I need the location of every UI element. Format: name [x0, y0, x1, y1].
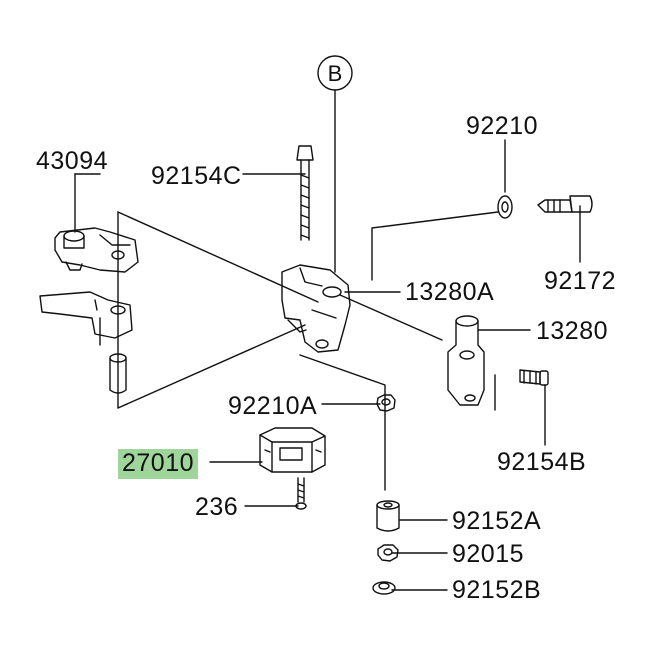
washer-92210-drawing [497, 195, 513, 219]
part-label-92152b: 92152B [452, 576, 542, 604]
part-label-92172: 92172 [544, 267, 617, 295]
part-label-92210: 92210 [466, 112, 539, 140]
switch-27010-drawing [259, 427, 326, 473]
callout-b-label: B [328, 61, 343, 86]
lever-arm-drawing [39, 291, 133, 346]
part-label-13280a: 13280A [405, 278, 495, 306]
washer-92152b-drawing [372, 581, 396, 595]
holder-13280a-drawing [281, 264, 351, 353]
part-label-92154c: 92154C [151, 162, 242, 190]
part-label-92152a: 92152A [452, 507, 542, 535]
bolt-92172-drawing [537, 195, 593, 213]
bolt-92154c-drawing [296, 145, 314, 241]
nut-92015-drawing [377, 544, 399, 562]
part-label-92210a: 92210A [228, 392, 318, 420]
sleeve-drawing [109, 353, 127, 394]
part-label-27010-highlighted: 27010 [118, 449, 199, 479]
collar-92152a-drawing [376, 500, 400, 532]
part-label-92015: 92015 [452, 540, 525, 568]
part-label-92154b: 92154B [497, 448, 587, 476]
screw-92154b-drawing [519, 369, 549, 386]
part-43094-drawing [54, 227, 139, 273]
relation-line-bolt [371, 211, 499, 281]
nut-92210a-drawing [376, 394, 396, 412]
part-label-236: 236 [195, 493, 239, 521]
screw-236-drawing [295, 477, 307, 510]
clamp-13280-drawing [447, 315, 485, 406]
part-label-43094: 43094 [36, 147, 109, 175]
part-label-13280: 13280 [536, 317, 609, 345]
